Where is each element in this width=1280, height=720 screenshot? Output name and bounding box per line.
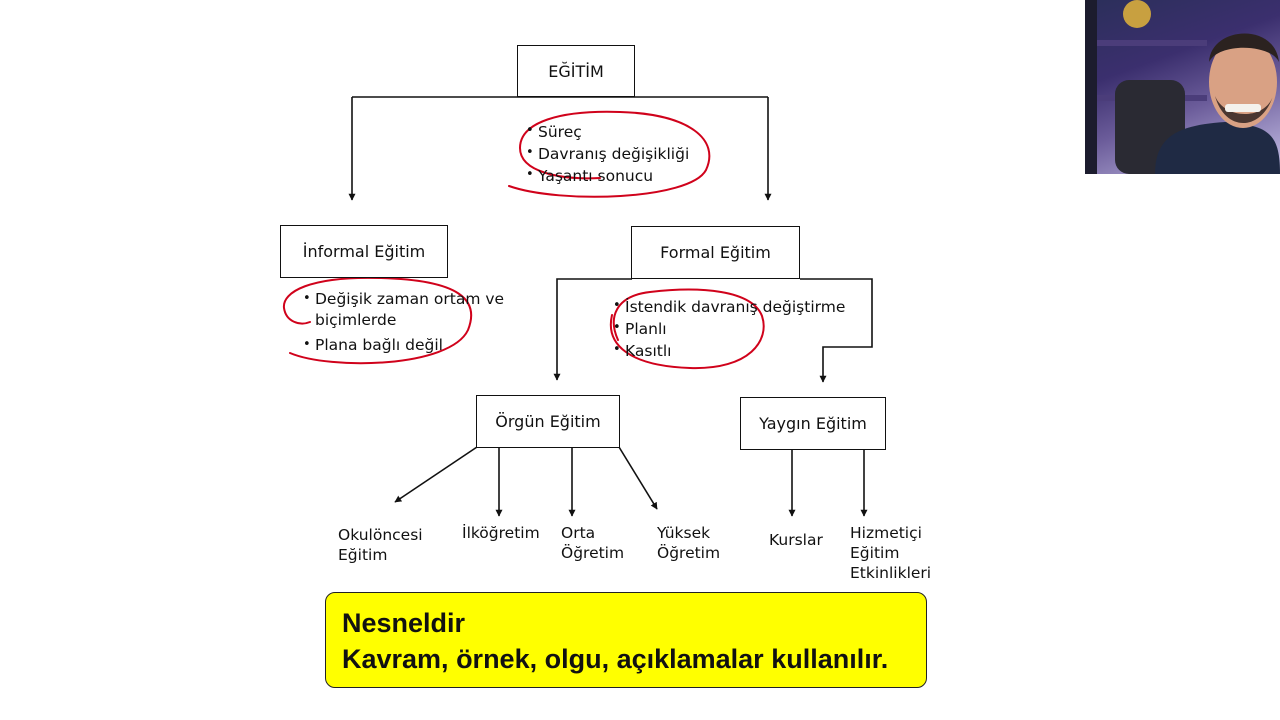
orgun-box: Örgün Eğitim bbox=[476, 395, 620, 448]
highlight-circle-informal bbox=[282, 276, 473, 365]
leaf-yuksek-ogretim: Yüksek Öğretim bbox=[657, 523, 720, 563]
leaf-line: Eğitim bbox=[338, 546, 388, 564]
connector-orgun-yuksek bbox=[618, 446, 658, 510]
leaf-line: Yüksek bbox=[657, 524, 711, 542]
presenter-webcam bbox=[1085, 0, 1280, 174]
root-box: EĞİTİM bbox=[517, 45, 635, 97]
yaygin-box: Yaygın Eğitim bbox=[740, 397, 886, 450]
connector-formal-orgun bbox=[553, 278, 632, 381]
informal-bullet: Plana bağlı değil bbox=[303, 334, 508, 356]
informal-box: İnformal Eğitim bbox=[280, 225, 448, 278]
connector-orgun-okuloncesi bbox=[394, 446, 478, 503]
informal-title: İnformal Eğitim bbox=[302, 242, 426, 261]
formal-bullet: Kasıtlı bbox=[613, 339, 845, 362]
formal-bullet: İstendik davranış değiştirme bbox=[613, 295, 845, 318]
leaf-line: Hizmetiçi bbox=[850, 524, 922, 542]
root-bullet: Davranış değişikliği bbox=[526, 142, 689, 165]
leaf-line: Kurslar bbox=[769, 531, 823, 549]
root-bullet: Yaşantı sonucu bbox=[526, 164, 689, 187]
root-bullets: Süreç Davranış değişikliği Yaşantı sonuc… bbox=[526, 120, 689, 187]
formal-box: Formal Eğitim bbox=[631, 226, 800, 279]
leaf-kurslar: Kurslar bbox=[769, 530, 823, 550]
root-title: EĞİTİM bbox=[548, 61, 604, 81]
leaf-ilkogretim: İlköğretim bbox=[462, 523, 540, 543]
leaf-line: Öğretim bbox=[561, 544, 625, 562]
leaf-line: Orta bbox=[561, 524, 596, 542]
note-line-2: Kavram, örnek, olgu, açıklamalar kullanı… bbox=[342, 644, 889, 674]
leaf-line: Okulöncesi bbox=[338, 526, 423, 544]
formal-bullets: İstendik davranış değiştirme Planlı Kası… bbox=[613, 295, 845, 362]
orgun-title: Örgün Eğitim bbox=[495, 412, 601, 431]
leaf-okuloncesi: Okulöncesi Eğitim bbox=[338, 525, 423, 565]
note-box: Nesneldir Kavram, örnek, olgu, açıklamal… bbox=[325, 592, 927, 688]
root-bullet: Süreç bbox=[526, 120, 689, 143]
leaf-line: Öğretim bbox=[657, 544, 721, 562]
yaygin-title: Yaygın Eğitim bbox=[759, 414, 867, 433]
leaf-orta-ogretim: Orta Öğretim bbox=[561, 523, 624, 563]
formal-bullet: Planlı bbox=[613, 317, 845, 340]
leaf-line: Etkinlikleri bbox=[850, 564, 932, 582]
informal-bullet: Değişik zaman ortam ve biçimlerde bbox=[303, 288, 508, 331]
leaf-line: İlköğretim bbox=[462, 524, 540, 542]
leaf-hizmetici: Hizmetiçi Eğitim Etkinlikleri bbox=[850, 523, 931, 583]
note-line-1: Nesneldir bbox=[342, 608, 466, 638]
leaf-line: Eğitim bbox=[850, 544, 900, 562]
formal-title: Formal Eğitim bbox=[660, 243, 771, 262]
presenter-figure bbox=[1085, 0, 1280, 174]
informal-bullets: Değişik zaman ortam ve biçimlerde Plana … bbox=[303, 288, 508, 356]
